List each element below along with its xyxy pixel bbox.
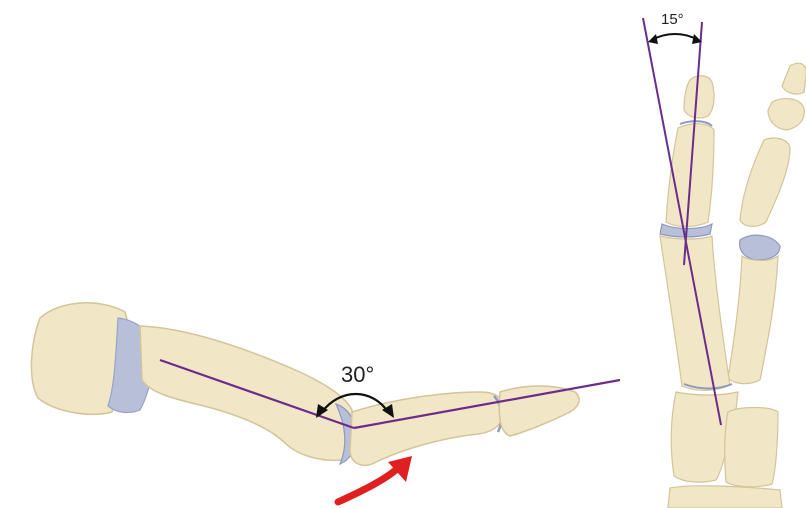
intermediate-cuneiform-bone — [725, 408, 778, 487]
lesser-metatarsal-shaft-bone — [728, 256, 778, 384]
rotation-arrow — [338, 468, 398, 502]
angle-label-15: 15° — [661, 11, 684, 28]
lesser-metatarsal-head-cartilage — [740, 235, 780, 260]
first-metatarsal-bone — [660, 236, 730, 390]
angle-arc-15-arrowhead-left — [648, 34, 658, 44]
dorsal-view: 15° — [643, 11, 806, 508]
lesser-toe-middle-bone — [768, 99, 804, 130]
lesser-toe-distal-bone — [782, 63, 806, 94]
lateral-view: 30° — [31, 303, 620, 502]
angle-label-30: 30° — [341, 362, 374, 387]
navicular-bone — [668, 486, 782, 508]
hallux-distal-phalanx-bone — [684, 76, 714, 118]
metatarsal-shaft-bone — [140, 326, 354, 460]
proximal-phalanx-bone — [350, 392, 504, 465]
lesser-toe-proximal-bone — [740, 138, 790, 226]
angle-arc-15 — [652, 34, 698, 40]
